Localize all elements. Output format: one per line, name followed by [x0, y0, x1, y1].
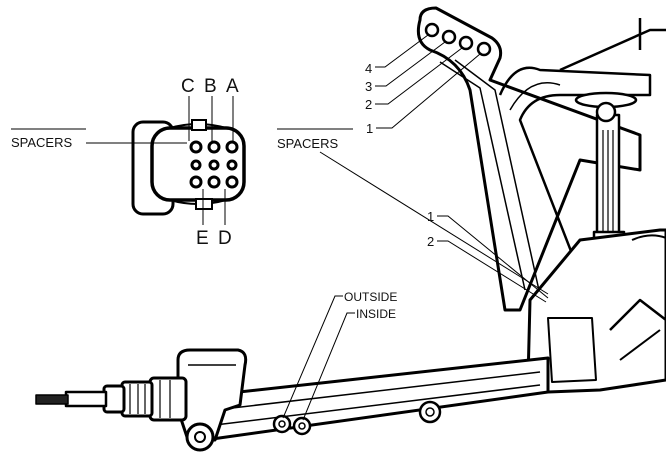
- arm-mount-labels: OUTSIDE INSIDE: [282, 290, 397, 421]
- inside-label: INSIDE: [356, 307, 396, 321]
- hole-2-label: 2: [365, 97, 372, 112]
- shock-hole-labels: 4 3 2 1: [365, 34, 481, 136]
- letter-d: D: [218, 228, 232, 249]
- letter-c: C: [181, 76, 195, 97]
- spacers-label-right: SPACERS: [277, 136, 338, 151]
- letter-a: A: [226, 76, 239, 97]
- lower-arm-illustration: [35, 348, 550, 452]
- letter-b: B: [204, 76, 217, 97]
- letter-e: E: [196, 228, 209, 249]
- hole-1-label: 1: [366, 121, 373, 136]
- hole-4-label: 4: [365, 61, 372, 76]
- spacer-2-label: 2: [427, 234, 434, 249]
- shock-tower-illustration: [416, 6, 666, 394]
- spacer-1-label: 1: [427, 209, 434, 224]
- spacer-block-labels: SPACERS C B A E D: [11, 76, 239, 249]
- outside-label: OUTSIDE: [344, 290, 397, 304]
- spacers-label-left: SPACERS: [11, 135, 72, 150]
- spacers-right-labels: SPACERS 1 2: [277, 128, 549, 303]
- hole-3-label: 3: [365, 79, 372, 94]
- shock-tower-holes: [424, 22, 492, 57]
- spacer-block-illustration: [131, 119, 246, 216]
